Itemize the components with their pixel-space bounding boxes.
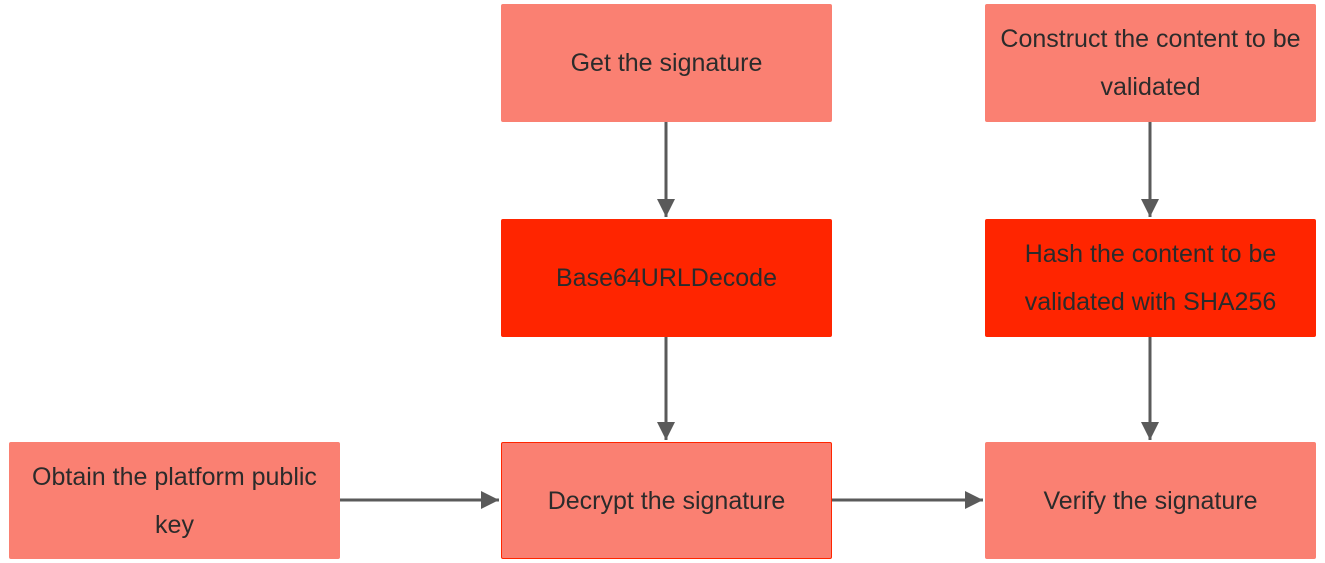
node-get-signature: Get the signature — [501, 4, 832, 122]
node-verify-signature: Verify the signature — [985, 442, 1316, 559]
node-verify-signature-label: Verify the signature — [1043, 486, 1258, 515]
node-get-signature-label: Get the signature — [570, 49, 763, 77]
node-hash-content: Hash the content to be validated with SH… — [985, 219, 1316, 337]
node-construct-content-label: Construct the content to be validated — [1000, 25, 1301, 101]
node-base64-decode: Base64URLDecode — [501, 219, 832, 337]
node-obtain-key-label: Obtain the platform public key — [32, 462, 317, 539]
node-hash-content-label: Hash the content to be validated with SH… — [1024, 240, 1277, 316]
node-construct-content: Construct the content to be validated — [985, 4, 1316, 122]
node-base64-decode-label: Base64URLDecode — [556, 264, 777, 292]
node-decrypt-signature-label: Decrypt the signature — [547, 486, 786, 515]
node-decrypt-signature: Decrypt the signature — [501, 442, 832, 559]
node-obtain-key: Obtain the platform public key — [9, 442, 340, 559]
